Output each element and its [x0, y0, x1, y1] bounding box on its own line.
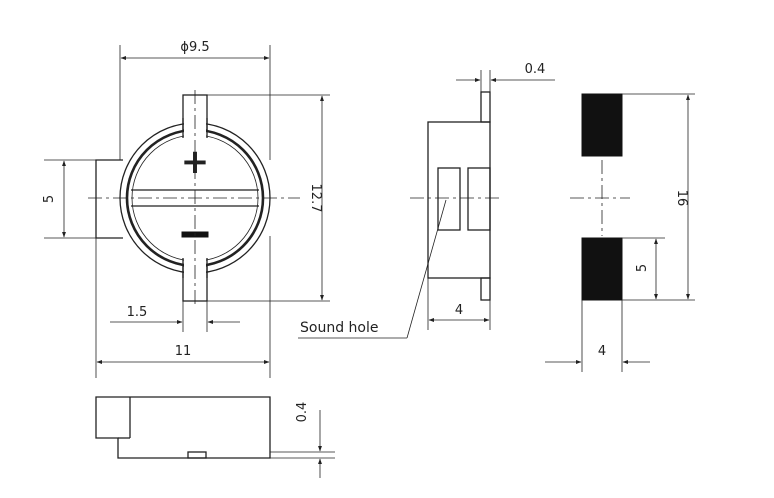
bottom-view: 0.4	[95, 396, 335, 478]
side-view: Sound hole 0.4 4	[298, 62, 555, 339]
sound-hole-label: Sound hole	[300, 320, 378, 336]
sound-hole-slot-left	[437, 167, 461, 231]
side-pin-top	[480, 91, 491, 123]
dim-height: 12.7	[308, 184, 323, 213]
dim-side-thickness: 0.4	[525, 62, 546, 77]
pad-bottom	[581, 237, 623, 301]
left-terminal-tab	[95, 159, 123, 239]
dim-side-width: 4	[455, 303, 463, 318]
dim-bottom-thickness: 0.4	[295, 402, 310, 423]
pad-layout-view: 16 5 4	[545, 93, 695, 372]
dim-tab-width: 5	[42, 195, 57, 203]
side-pin-bottom	[480, 277, 491, 301]
sound-hole-slot-right	[467, 167, 491, 231]
dim-diameter: ϕ9.5	[180, 40, 209, 55]
dim-pitch: 1.5	[127, 305, 148, 320]
profile-pin	[187, 451, 207, 459]
profile-body	[95, 396, 271, 459]
side-body	[427, 121, 491, 279]
dim-width: 11	[175, 344, 192, 359]
front-view: + ϕ9.5 12.7 5 1.5 11	[42, 40, 330, 378]
dim-pad-width: 4	[598, 344, 606, 359]
dim-pad-span: 16	[674, 190, 689, 207]
sound-hole-leader	[406, 199, 447, 339]
pad-top	[581, 93, 623, 157]
dim-pad-length: 5	[635, 264, 650, 272]
